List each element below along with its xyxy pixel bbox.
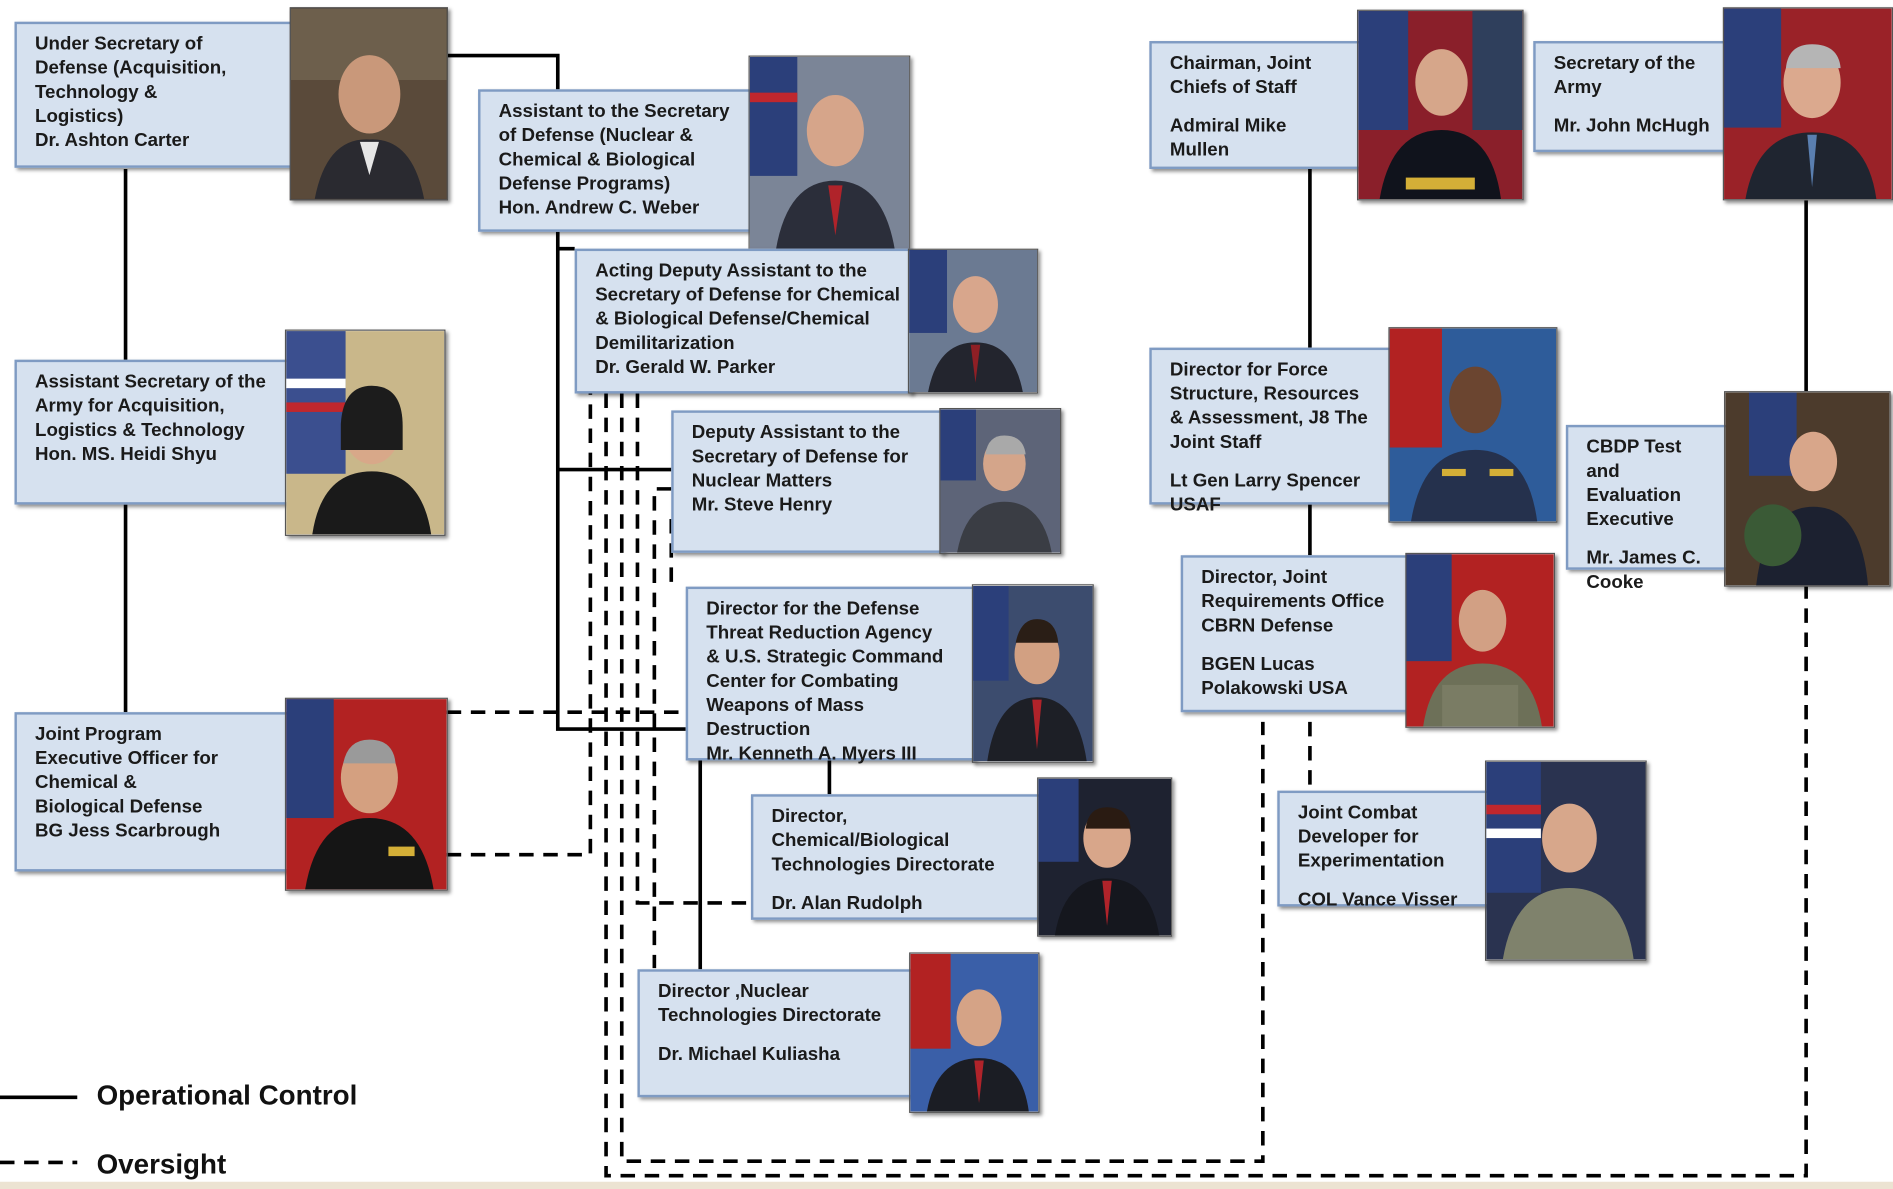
portrait-mullen	[1357, 9, 1524, 201]
dashed-link-nm	[652, 487, 672, 969]
node-person: Hon. Andrew C. Weber	[498, 197, 700, 219]
dashed-link-dasd-b	[619, 393, 1265, 1164]
node-asa-alt: Assistant Secretary of the Army for Acqu…	[14, 359, 290, 505]
portrait-visser	[1484, 760, 1647, 961]
node-person: BG Jess Scarbrough	[35, 820, 221, 842]
portrait-carter	[289, 7, 448, 201]
node-person: Dr. Gerald W. Parker	[595, 357, 776, 378]
node-usd-atl: Under Secretary of Defense (Acquisition,…	[14, 21, 295, 168]
node-person: Dr. Michael Kuliasha	[657, 1044, 840, 1065]
portrait-scarbrough	[284, 697, 448, 891]
node-cjcs: Chairman, Joint Chiefs of Staff Admiral …	[1149, 41, 1362, 169]
node-title: Chairman, Joint Chiefs of Staff	[1169, 53, 1312, 98]
portrait-polakowski	[1405, 552, 1556, 728]
person-silhouette-icon	[1406, 554, 1554, 727]
node-jcde: Joint Combat Developer for Experimentati…	[1277, 790, 1490, 910]
portrait-weber	[748, 55, 911, 252]
node-person: Dr. Alan Rudolph	[771, 893, 923, 914]
node-cbdp-tee: CBDP Test and Evaluation Executive Mr. J…	[1565, 424, 1731, 593]
node-jro: Director, Joint Requirements Office CBRN…	[1180, 555, 1411, 713]
bottom-strip	[0, 1181, 1893, 1189]
portrait-cooke	[1724, 391, 1891, 587]
person-silhouette-icon	[1389, 328, 1557, 522]
node-jpeo: Joint Program Executive Officer for Chem…	[14, 712, 290, 872]
node-sec-army: Secretary of the Army Mr. John McHugh	[1533, 41, 1727, 153]
node-person: Mr. Steve Henry	[691, 494, 833, 516]
node-title: CBDP Test and Evaluation Executive	[1586, 436, 1682, 530]
node-dasd-nm: Deputy Assistant to the Secretary of Def…	[671, 410, 945, 553]
node-dasd-cbd: Acting Deputy Assistant to the Secretary…	[574, 248, 913, 394]
person-silhouette-icon	[1486, 761, 1646, 960]
person-silhouette-icon	[286, 331, 445, 535]
node-person: BGEN Lucas Polakowski USA	[1201, 654, 1348, 699]
node-title: Director for the Defense Threat Reductio…	[706, 598, 944, 740]
node-title: Director, Chemical/Biological Technologi…	[771, 806, 995, 876]
node-person: Lt Gen Larry Spencer USAF	[1169, 470, 1361, 516]
node-person: Mr. John McHugh	[1553, 115, 1710, 137]
person-silhouette-icon	[290, 8, 447, 199]
person-silhouette-icon	[286, 699, 447, 890]
dashed-link-dasd-a	[604, 393, 1808, 1178]
node-title: Under Secretary of Defense (Acquisition,…	[35, 33, 227, 127]
node-person: Hon. MS. Heidi Shyu	[35, 444, 217, 465]
node-title: Director for Force Structure, Resources …	[1169, 359, 1368, 453]
node-title: Director ,Nuclear Technologies Directora…	[657, 981, 882, 1027]
portrait-shyu	[284, 329, 446, 536]
node-title: Joint Program Executive Officer for Chem…	[35, 724, 219, 818]
portrait-parker	[907, 248, 1039, 394]
person-silhouette-icon	[749, 56, 910, 250]
portrait-myers	[971, 584, 1094, 763]
node-person: COL Vance Visser	[1297, 889, 1458, 911]
person-silhouette-icon	[973, 586, 1093, 762]
node-person: Dr. Ashton Carter	[35, 130, 190, 151]
node-title: Assistant Secretary of the Army for Acqu…	[35, 371, 266, 441]
person-silhouette-icon	[909, 250, 1038, 393]
node-title: Deputy Assistant to the Secretary of Def…	[691, 422, 909, 492]
person-silhouette-icon	[1358, 11, 1523, 199]
node-title: Assistant to the Secretary of Defense (N…	[498, 101, 730, 195]
node-j8: Director for Force Structure, Resources …	[1149, 347, 1391, 515]
portrait-rudolph	[1037, 777, 1173, 937]
portrait-spencer	[1388, 327, 1558, 523]
node-dtra: Director for the Defense Threat Reductio…	[685, 586, 976, 764]
person-silhouette-icon	[910, 953, 1039, 1112]
person-silhouette-icon	[940, 409, 1061, 553]
person-silhouette-icon	[1038, 778, 1172, 936]
node-title: Director, Joint Requirements Office CBRN…	[1201, 567, 1385, 637]
node-title: Secretary of the Army	[1553, 53, 1696, 98]
portrait-henry	[939, 407, 1062, 555]
node-person: Admiral Mike Mullen	[1169, 115, 1287, 161]
node-title: Acting Deputy Assistant to the Secretary…	[595, 260, 900, 354]
node-nuc-tech: Director ,Nuclear Technologies Directora…	[637, 969, 913, 1098]
solid-link-usd-atsd	[446, 53, 560, 90]
node-person: Mr. Kenneth A. Myers III	[706, 743, 917, 765]
node-person: Mr. James C. Cooke	[1586, 548, 1701, 593]
node-title: Joint Combat Developer for Experimentati…	[1297, 802, 1445, 872]
person-silhouette-icon	[1724, 8, 1892, 200]
dashed-link-dasd-c	[635, 393, 751, 905]
legend-operational-control: Operational Control	[96, 1079, 358, 1111]
node-atsd: Assistant to the Secretary of Defense (N…	[478, 89, 751, 232]
dashed-link-jpeo-bottom	[446, 393, 593, 857]
legend-oversight: Oversight	[96, 1147, 227, 1180]
node-cb-tech: Director, Chemical/Biological Technologi…	[750, 794, 1041, 920]
portrait-mchugh	[1722, 7, 1893, 201]
person-silhouette-icon	[1725, 392, 1890, 586]
portrait-kuliasha	[909, 952, 1040, 1113]
solid-link-atsd-spine	[555, 231, 686, 731]
